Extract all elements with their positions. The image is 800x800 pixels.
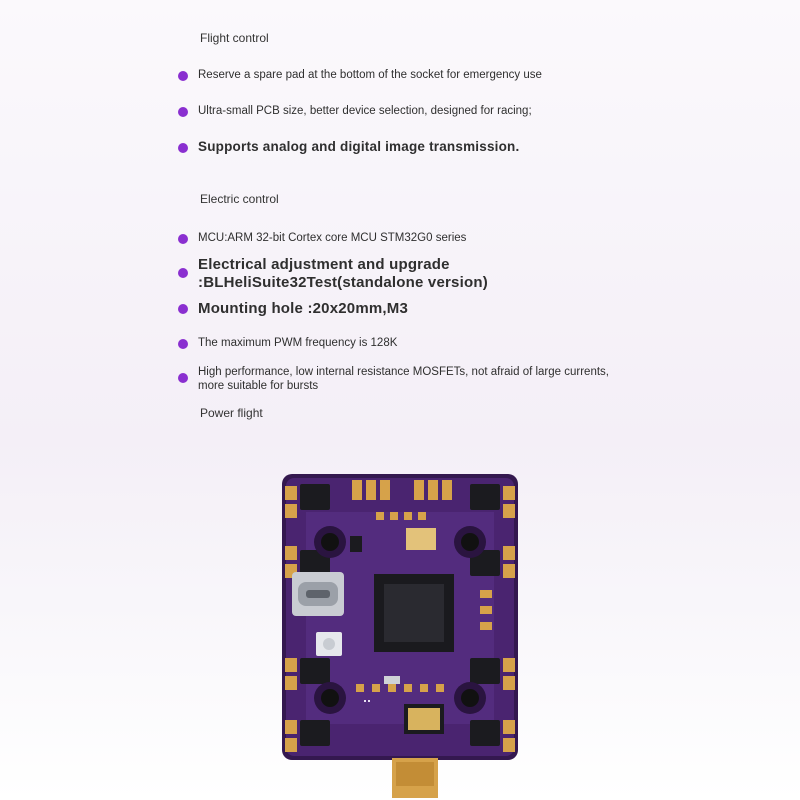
flight-control-heading: Flight control: [200, 31, 269, 45]
bullet-dot-icon: [178, 234, 188, 244]
flight-controller-board-image: [280, 472, 520, 800]
power-flight-heading: Power flight: [200, 406, 263, 420]
electric-control-heading: Electric control: [200, 192, 279, 206]
electric-item-mounting: Mounting hole :20x20mm,M3: [178, 300, 408, 318]
electric-item-mcu: MCU:ARM 32-bit Cortex core MCU STM32G0 s…: [178, 232, 466, 244]
bullet-dot-icon: [178, 373, 188, 383]
electric-item-pwm: The maximum PWM frequency is 128K: [178, 337, 397, 349]
flight-item-1: Reserve a spare pad at the bottom of the…: [178, 69, 542, 81]
flight-item-3: Supports analog and digital image transm…: [178, 139, 519, 154]
bullet-dot-icon: [178, 143, 188, 153]
flight-item-2: Ultra-small PCB size, better device sele…: [178, 105, 532, 117]
bullet-dot-icon: [178, 268, 188, 278]
bullet-dot-icon: [178, 304, 188, 314]
electric-item-upgrade: Electrical adjustment and upgrade :BLHel…: [178, 256, 488, 292]
bullet-dot-icon: [178, 107, 188, 117]
bullet-dot-icon: [178, 71, 188, 81]
electric-item-mosfet: High performance, low internal resistanc…: [178, 365, 609, 393]
bullet-dot-icon: [178, 339, 188, 349]
